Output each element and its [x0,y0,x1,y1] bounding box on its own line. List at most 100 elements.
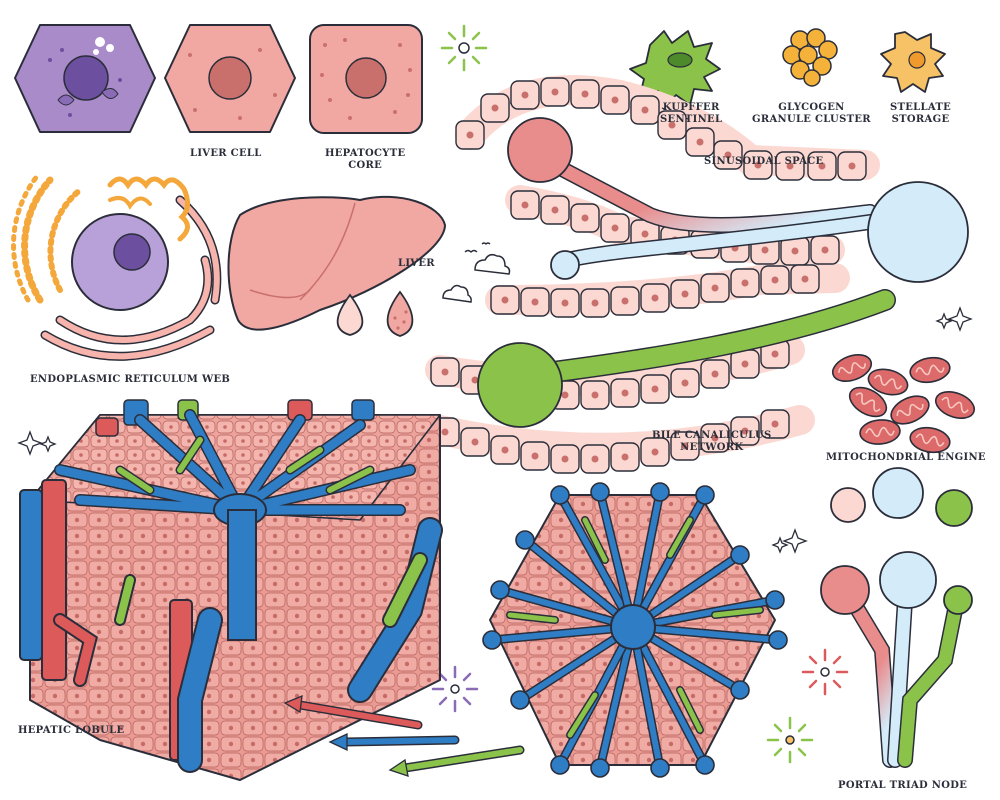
sinusoid-cell [520,441,550,471]
mitochondrion [859,419,901,445]
sinusoid-cell [640,374,670,404]
hex-green-branch [667,517,693,558]
hex-branch [630,492,708,630]
mitochondrion [934,391,976,419]
sinusoid-cell [730,416,760,446]
hex-green-branch [507,612,558,623]
hex-branch [630,624,781,643]
sinusoid-cell [520,287,550,317]
hex-node [515,530,535,550]
sinusoid-cell [640,283,670,313]
hexagonal-lobule [482,482,788,778]
sinusoid-cell [460,427,490,457]
sinusoid-cell [610,442,640,472]
sinusoid-cell [700,359,730,389]
hex-node [550,485,570,505]
hex-branch [497,587,636,630]
sinusoid-cell [810,235,840,265]
sinusoid-cell [837,151,867,181]
label-hepatic-lobule: HEPATIC LOBULE [18,725,125,736]
sinusoid-cell [670,368,700,398]
hex-node [490,580,510,600]
sinusoid-cell [775,151,805,181]
sinusoid-cell [580,288,610,318]
sinusoid-cell [743,150,773,180]
sinusoid-vessel [507,117,969,283]
sparkle-icon [440,24,488,72]
sparkle-icon [431,665,479,713]
hex-green-branch [712,607,763,618]
sinusoid-cell [480,93,510,123]
hex-node [650,482,670,502]
hex-branch [630,597,778,630]
sinusoid-cell [713,140,743,170]
mitochondria-group [831,354,976,454]
label-portal-triad: PORTAL TRIAD NODE [838,780,968,791]
hex-node [590,758,610,778]
sinusoid-cell [760,409,790,439]
sinusoid-cell [700,423,730,453]
liver-organ [227,195,447,331]
hex-green-branch [677,687,703,733]
label-mitochondrial-engine: MITOCHONDRIAL ENGINE [826,452,986,463]
endoplasmic-reticulum [11,172,222,361]
hex-branch [630,624,708,768]
sinusoid-cell [610,286,640,316]
hex-node [650,758,670,778]
sinusoid-cell [580,444,610,474]
sinusoid-cell [430,357,460,387]
hex-branch [522,537,636,630]
sinusoid-cell [550,444,580,474]
sinusoid-cell-row [430,77,867,474]
sparkle-icon [17,306,973,554]
sinusoid-cell [600,213,630,243]
hepatic-lobule-block [19,399,443,781]
mitochondrion [867,368,909,396]
sinusoid-cell [510,80,540,110]
hex-branch [489,624,636,643]
purple-cell [14,24,156,133]
bird-icon [464,242,491,253]
sinusoid-cell [610,378,640,408]
sinusoid-cell [807,151,837,181]
sinusoid-cell [670,279,700,309]
sinusoid-cell [730,349,760,379]
sinusoid-cell [550,288,580,318]
sinusoid-cell [455,120,485,150]
sinusoid-cell [670,431,700,461]
hex-node [765,590,785,610]
hex-node [695,485,715,505]
hex-node [768,630,788,650]
hex-node [590,482,610,502]
hex-node [550,755,570,775]
hex-green-branch [582,517,608,563]
sinusoid-cell [580,380,610,410]
hex-green-branch [567,692,598,738]
hex-node [482,630,502,650]
sinusoid-cell [730,268,760,298]
sinusoid-cell [760,265,790,295]
hex-node [510,690,530,710]
cloud-icon [442,253,511,303]
sinusoid-cell [490,285,520,315]
sparkle-icon [766,716,814,764]
kupffer-cell [629,30,721,108]
hex-node [730,680,750,700]
sinusoid-cell [600,85,630,115]
hex-branch [630,624,663,771]
mitochondrion [909,356,951,384]
hex-branch [557,492,636,630]
mitochondrion [890,395,930,425]
hex-branch [597,624,636,771]
sinusoid-cell [510,190,540,220]
portal-triad [820,551,973,768]
sinusoid-cell [700,273,730,303]
sparkle-icon [801,648,849,696]
hex-node [730,545,750,565]
hex-node [695,755,715,775]
sinusoid-cell [570,79,600,109]
sinusoid-cell [570,203,600,233]
